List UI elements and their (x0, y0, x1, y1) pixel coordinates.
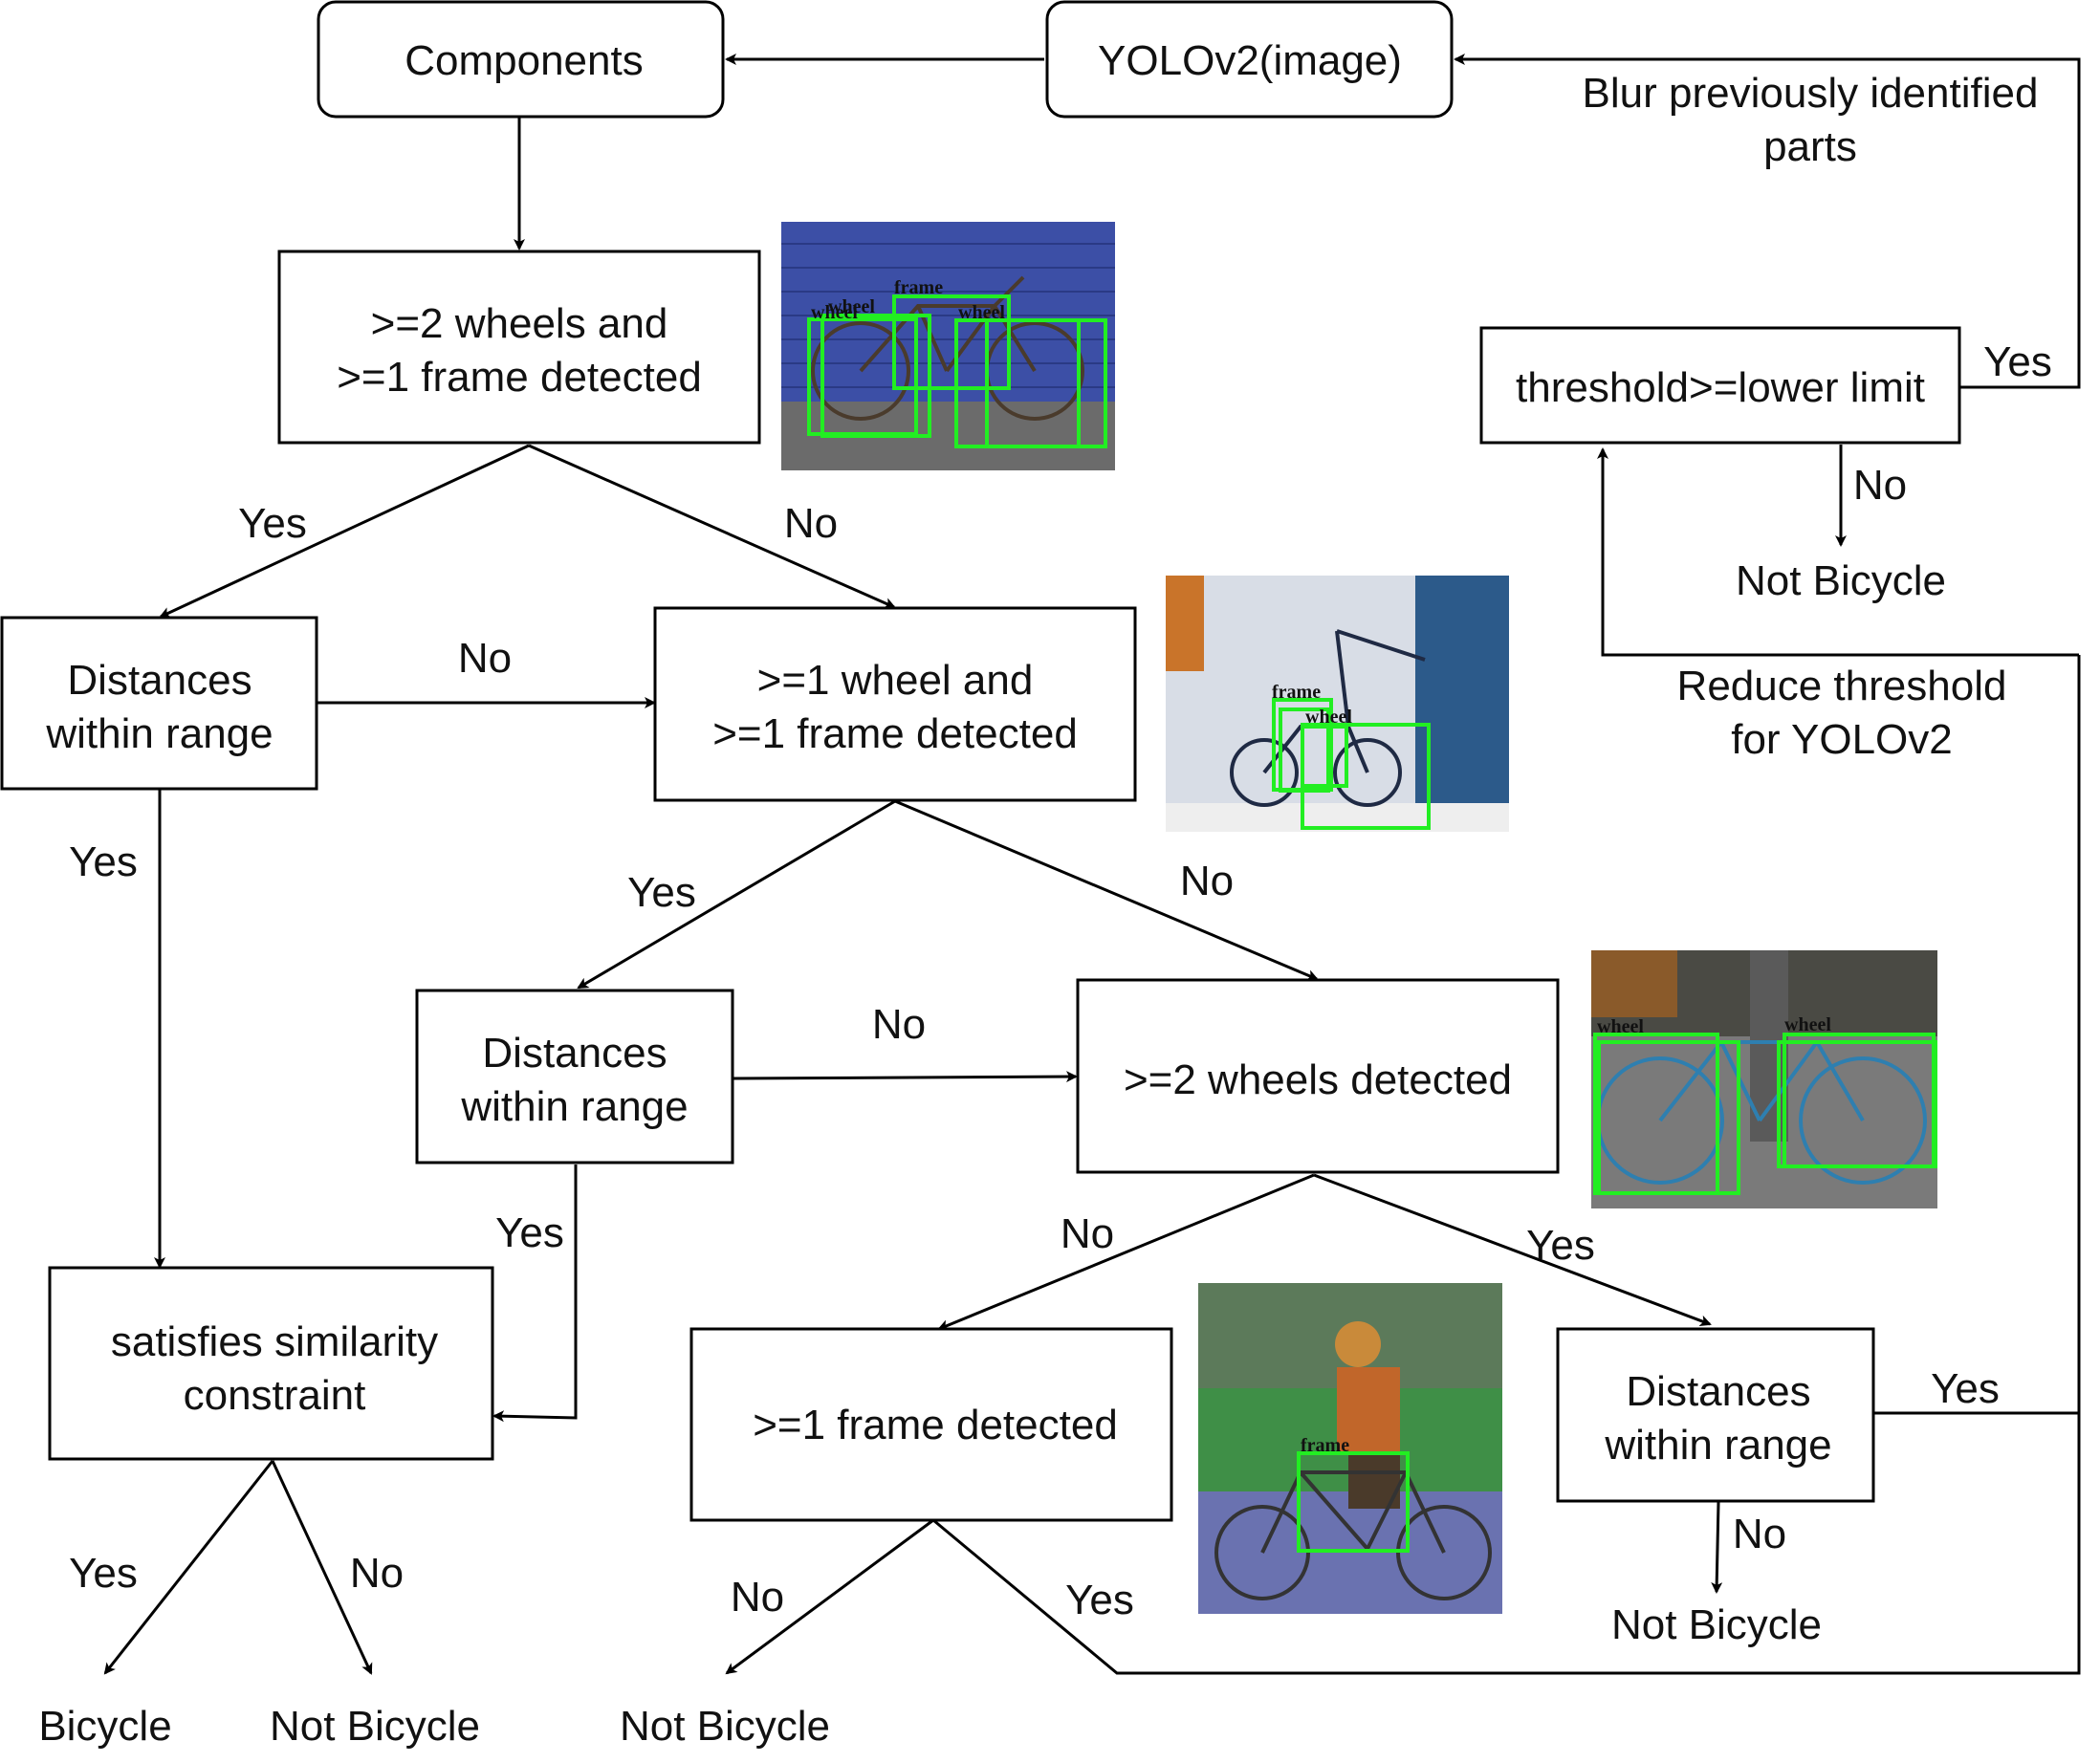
det-label-wheel-1a: wheel (811, 302, 858, 323)
edge-label-no-check4: No (731, 1574, 784, 1621)
edge-check1-check2 (528, 444, 896, 609)
example-photo-frame: frame (1198, 1283, 1502, 1614)
edge-check3-check4 (937, 1173, 1315, 1331)
edge-label-no-threshold: No (1853, 462, 1907, 509)
edge-label-yes-check1: Yes (238, 500, 307, 547)
node-threshold: threshold>=lower limit (1479, 326, 1961, 445)
edge-check1-dist1 (159, 444, 530, 619)
det-label-wheel-1b: wheel (828, 296, 875, 317)
edge-label-reduce-line1: Reduce threshold (1677, 663, 2007, 709)
edge-similarity-bicycle (103, 1460, 274, 1675)
example-photo-two-wheels: wheel wheel (1591, 950, 1937, 1208)
example-photo-two-wheels-frame: wheel wheel frame wheel (781, 222, 1115, 470)
edge-dist3-notbicycle (1711, 1501, 1723, 1594)
node-check-two-wheels: >=2 wheels detected (1076, 978, 1560, 1174)
node-dist2: Distances within range (415, 989, 734, 1164)
edge-dist2-similarity (492, 1164, 578, 1423)
outcome-not-bicycle-dist3: Not Bicycle (1611, 1601, 1822, 1648)
node-similarity-line2: constraint (184, 1372, 366, 1419)
edge-label-yes-dist2: Yes (495, 1209, 564, 1256)
node-threshold-label: threshold>=lower limit (1516, 364, 1925, 411)
det-label-wheel-3a: wheel (1597, 1016, 1644, 1037)
node-check4-label: >=1 frame detected (753, 1402, 1118, 1448)
node-similarity: satisfies similarity constraint (48, 1266, 494, 1461)
edge-check3-dist3 (1313, 1173, 1712, 1327)
edge-label-yes-check2: Yes (627, 869, 696, 916)
edge-similarity-notbicycle (271, 1460, 373, 1675)
det-label-frame-4: frame (1301, 1435, 1349, 1456)
edge-label-no-dist1: No (458, 635, 512, 682)
det-label-wheel-2: wheel (1305, 707, 1352, 728)
node-dist2-line1: Distances (482, 1030, 667, 1077)
node-dist2-line2: within range (460, 1083, 688, 1130)
node-dist3-line2: within range (1604, 1422, 1831, 1469)
example-photo-one-wheel-frame: frame wheel (1166, 576, 1509, 832)
edge-label-blur-line1: Blur previously identified (1583, 70, 2039, 117)
node-yolo-label: YOLOv2(image) (1098, 37, 1402, 84)
node-dist1: Distances within range (0, 616, 318, 791)
edge-check2-dist2 (577, 799, 896, 990)
outcome-bicycle: Bicycle (38, 1703, 171, 1750)
edge-reduce-threshold (1597, 447, 2079, 657)
edge-label-yes-dist1: Yes (69, 838, 138, 885)
edge-check4-notbicycle (725, 1518, 934, 1675)
edge-label-yes-threshold: Yes (1983, 338, 2052, 385)
det-label-frame-2: frame (1272, 682, 1321, 703)
edge-label-blur-line2: parts (1763, 123, 1857, 170)
node-check1-line2: >=1 frame detected (337, 354, 702, 401)
node-dist3: Distances within range (1556, 1327, 1875, 1503)
edge-label-no-dist3: No (1733, 1511, 1786, 1557)
edge-label-yes-check3: Yes (1526, 1222, 1595, 1269)
node-check2-line1: >=1 wheel and (757, 657, 1034, 704)
edge-label-no-similarity: No (350, 1550, 404, 1597)
outcome-not-bicycle-frame: Not Bicycle (620, 1703, 830, 1750)
node-dist3-line1: Distances (1626, 1368, 1810, 1415)
node-yolo: YOLOv2(image) (1045, 0, 1454, 119)
edge-label-no-check1: No (784, 500, 838, 547)
node-check3-label: >=2 wheels detected (1124, 1056, 1512, 1103)
node-check-frame: >=1 frame detected (689, 1327, 1173, 1522)
edge-label-yes-similarity: Yes (69, 1550, 138, 1597)
outcome-not-bicycle-similarity: Not Bicycle (270, 1703, 480, 1750)
edge-check4-loop (932, 655, 2081, 1675)
edge-label-no-check2: No (1180, 858, 1234, 904)
edge-label-reduce-line2: for YOLOv2 (1731, 716, 1953, 763)
node-components: Components (317, 0, 725, 119)
edge-label-yes-dist3: Yes (1931, 1365, 2000, 1412)
edge-dist2-check3 (733, 1071, 1078, 1083)
det-label-wheel-1c: wheel (958, 302, 1005, 323)
node-dist1-line2: within range (45, 710, 273, 757)
edge-label-yes-check4: Yes (1065, 1577, 1134, 1623)
rider-icon (1335, 1321, 1400, 1509)
node-components-label: Components (405, 37, 643, 84)
edge-label-no-dist2: No (872, 1001, 926, 1048)
node-check2-line2: >=1 frame detected (712, 710, 1078, 757)
node-dist1-line1: Distances (67, 657, 252, 704)
edge-check2-check3 (894, 799, 1319, 981)
node-check1-line1: >=2 wheels and (371, 300, 668, 347)
det-label-wheel-3b: wheel (1784, 1014, 1831, 1035)
edge-threshold-yolo (1454, 54, 2081, 389)
node-similarity-line1: satisfies similarity (111, 1318, 438, 1365)
edges (103, 54, 2081, 1675)
node-check-one-wheel-frame: >=1 wheel and >=1 frame detected (653, 606, 1137, 802)
node-check-two-wheels-frame: >=2 wheels and >=1 frame detected (277, 250, 761, 445)
edge-label-no-check3: No (1061, 1210, 1114, 1257)
outcome-not-bicycle-threshold: Not Bicycle (1736, 557, 1946, 604)
det-label-frame-1: frame (894, 277, 943, 298)
